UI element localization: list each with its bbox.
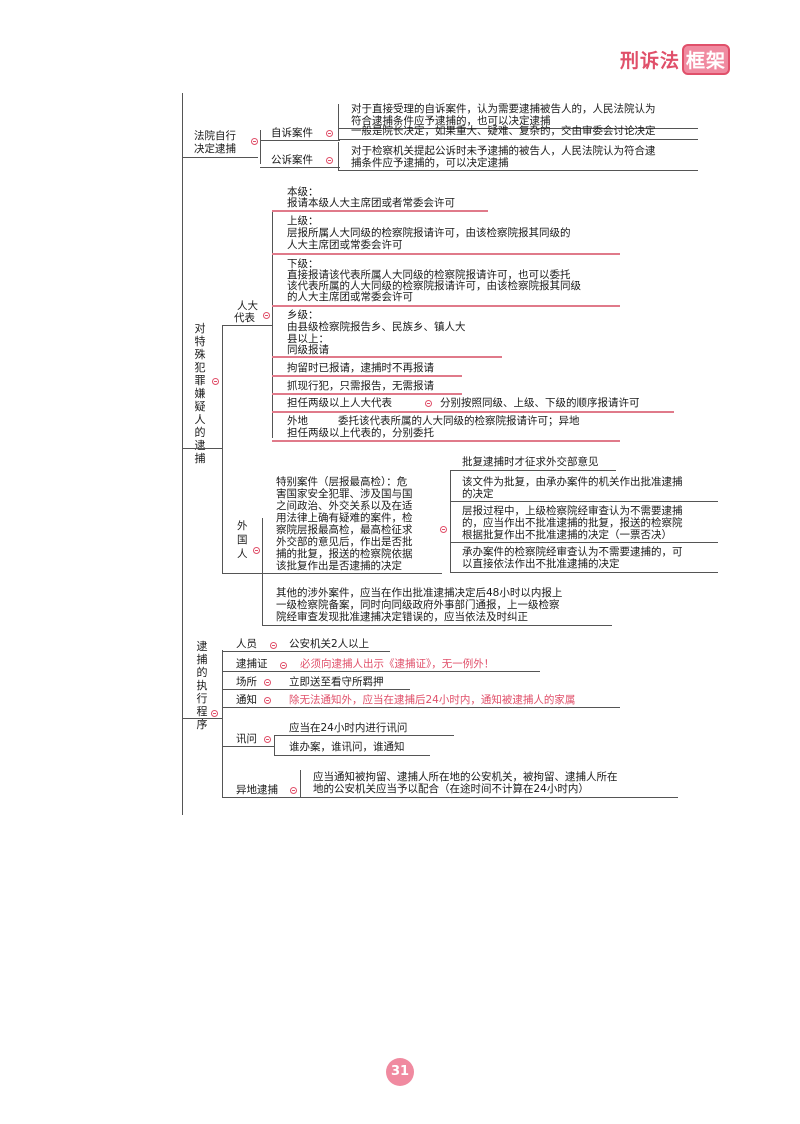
- foreigner-special-7: 捕的批复，报送的检察院依据: [276, 548, 413, 560]
- remote-toggle[interactable]: [290, 787, 297, 794]
- npc-lower-1: 下级：: [287, 258, 319, 270]
- foreigner-label-1: 外: [237, 520, 248, 532]
- foreigner-special-4: 用法律上确有疑难的案件，检: [276, 512, 413, 524]
- npc-two-levels-toggle[interactable]: [425, 400, 432, 407]
- personnel-toggle[interactable]: [270, 642, 277, 649]
- warrant-label: 逮捕证: [236, 658, 268, 670]
- court-arrest-toggle[interactable]: [251, 138, 258, 145]
- foreigner-special-3: 之间政治、外交关系以及在适: [276, 500, 413, 512]
- npc-lower-4: 的人大主席团或常委会许可: [287, 291, 413, 303]
- public-case-line-1: 对于检察机关提起公诉时未予逮捕的被告人，人民法院认为符合逮: [351, 145, 656, 157]
- npc-other-place-2: 担任两级以上代表的，分别委托: [287, 427, 434, 439]
- personnel-value: 公安机关2人以上: [289, 638, 370, 650]
- public-case-label: 公诉案件: [271, 154, 313, 166]
- public-case-line-2: 捕条件应予逮捕的，可以决定逮捕: [351, 157, 509, 169]
- foreigner-special-8: 该批复作出是否逮捕的决定: [276, 560, 402, 572]
- foreigner-branch-2b: 的决定: [462, 488, 494, 500]
- foreigner-branch-1: 批复逮捕时才征求外交部意见: [462, 456, 599, 468]
- foreigner-branch-4b: 以直接依法作出不批准逮捕的决定: [462, 558, 620, 570]
- private-case-decision: 一般是院长决定，如果重大、疑难、复杂的，交由审委会讨论决定: [351, 125, 656, 137]
- notice-value: 除无法通知外，应当在逮捕后24小时内，通知被逮捕人的家属: [289, 694, 576, 706]
- notice-label: 通知: [236, 694, 257, 706]
- npc-lower-3: 该代表所属的人大同级的检察院报请许可，由该检察院报其同级: [287, 280, 581, 292]
- place-toggle[interactable]: [264, 679, 271, 686]
- npc-same-2: 报请本级人大主席团或者常委会许可: [287, 197, 455, 209]
- npc-town-4: 同级报请: [287, 344, 329, 356]
- remote-value-2: 地的公安机关应当予以配合（在途时间不计算在24小时内）: [313, 783, 589, 795]
- foreigner-branch-4a: 承办案件的检察院经审查认为不需要逮捕的，可: [462, 546, 683, 558]
- npc-town-2: 由县级检察院报告乡、民族乡、镇人大: [287, 321, 466, 333]
- interrogate-value-2: 谁办案，谁讯问，谁通知: [289, 741, 405, 753]
- notice-toggle[interactable]: [264, 697, 271, 704]
- personnel-label: 人员: [236, 638, 257, 650]
- foreigner-special-2: 害国家安全犯罪、涉及国与国: [276, 488, 413, 500]
- foreigner-special-5: 察院层报最高检，最高检征求: [276, 524, 413, 536]
- special-suspects-toggle[interactable]: [212, 378, 219, 385]
- page-number: 31: [386, 1058, 414, 1086]
- court-arrest-label-2: 决定逮捕: [194, 143, 236, 155]
- npc-label-1: 人大: [237, 300, 258, 312]
- npc-label-2: 代表: [234, 312, 255, 324]
- place-label: 场所: [236, 676, 257, 688]
- court-arrest-label-1: 法院自行: [194, 130, 236, 142]
- private-case-label: 自诉案件: [271, 127, 313, 139]
- main-spine: [182, 93, 183, 815]
- foreigner-other-2: 一级检察院备案，同时向同级政府外事部门通报，上一级检察: [276, 599, 560, 611]
- foreigner-other-3: 院经审查发现批准逮捕决定错误的，应当依法及时纠正: [276, 611, 528, 623]
- brand-text: 刑诉法: [619, 50, 680, 72]
- interrogate-toggle[interactable]: [264, 736, 271, 743]
- npc-town-1: 乡级：: [287, 309, 319, 321]
- brand-logo: 刑诉法框架: [620, 44, 730, 75]
- private-case-line-2: 符合逮捕条件应予逮捕的，也可以决定逮捕: [351, 115, 551, 127]
- npc-upper-1: 上级：: [287, 215, 319, 227]
- foreigner-branch-3b: 的，应当作出不批准逮捕的批复，报送的检察院: [462, 517, 683, 529]
- warrant-value: 必须向逮捕人出示《逮捕证》，无一例外！: [300, 658, 495, 670]
- interrogate-label: 讯问: [236, 733, 257, 745]
- remote-value-1: 应当通知被拘留、逮捕人所在地的公安机关，被拘留、逮捕人所在: [313, 771, 618, 783]
- brand-box: 框架: [681, 44, 730, 75]
- place-value: 立即送至看守所羁押: [289, 676, 384, 688]
- remote-label: 异地逮捕: [236, 784, 278, 796]
- npc-other-place-label: 外地: [287, 415, 308, 427]
- npc-lower-2: 直接报请该代表所属人大同级的检察院报请许可，也可以委托: [287, 269, 571, 281]
- foreigner-special-6: 外交部的意见后，作出是否批: [276, 536, 413, 548]
- npc-same-1: 本级：: [287, 186, 319, 198]
- private-case-toggle[interactable]: [326, 130, 333, 137]
- foreigner-special-1: 特别案件（层报最高检）：危: [276, 476, 408, 488]
- public-case-toggle[interactable]: [326, 157, 333, 164]
- foreigner-branch-2a: 该文件为批复，由承办案件的机关作出批准逮捕: [462, 476, 683, 488]
- npc-other-place-1: 委托该代表所属的人大同级的检察院报请许可；异地: [338, 415, 580, 427]
- foreigner-label-2: 国: [237, 534, 248, 546]
- npc-upper-3: 人大主席团或常委会许可: [287, 239, 403, 251]
- foreigner-branch-3c: 根据批复作出不批准逮捕的决定（一票否决）: [462, 529, 672, 541]
- foreigner-branch-3a: 层报过程中，上级检察院经审查认为不需要逮捕: [462, 505, 683, 517]
- npc-caught: 抓现行犯，只需报告，无需报请: [287, 380, 434, 392]
- foreigner-special-toggle[interactable]: [440, 526, 447, 533]
- npc-detained: 拘留时已报请，逮捕时不再报请: [287, 362, 434, 374]
- warrant-toggle[interactable]: [280, 662, 287, 669]
- npc-upper-2: 层报所属人大同级的检察院报请许可，由该检察院报其同级的: [287, 227, 571, 239]
- npc-toggle[interactable]: [263, 312, 270, 319]
- npc-two-levels-detail: 分别按照同级、上级、下级的顺序报请许可: [440, 397, 640, 409]
- execution-label: 逮捕的执行程序: [196, 640, 208, 731]
- special-suspects-label: 对特殊犯罪嫌疑人的逮捕: [194, 322, 206, 465]
- private-case-line-1: 对于直接受理的自诉案件，认为需要逮捕被告人的，人民法院认为: [351, 103, 656, 115]
- interrogate-value-1: 应当在24小时内进行讯问: [289, 722, 408, 734]
- foreigner-label-3: 人: [237, 548, 248, 560]
- execution-toggle[interactable]: [211, 710, 218, 717]
- foreigner-toggle[interactable]: [253, 547, 260, 554]
- npc-two-levels: 担任两级以上人大代表: [287, 397, 392, 409]
- foreigner-other-1: 其他的涉外案件，应当在作出批准逮捕决定后48小时以内报上: [276, 587, 563, 599]
- npc-town-3: 县以上：: [287, 333, 329, 345]
